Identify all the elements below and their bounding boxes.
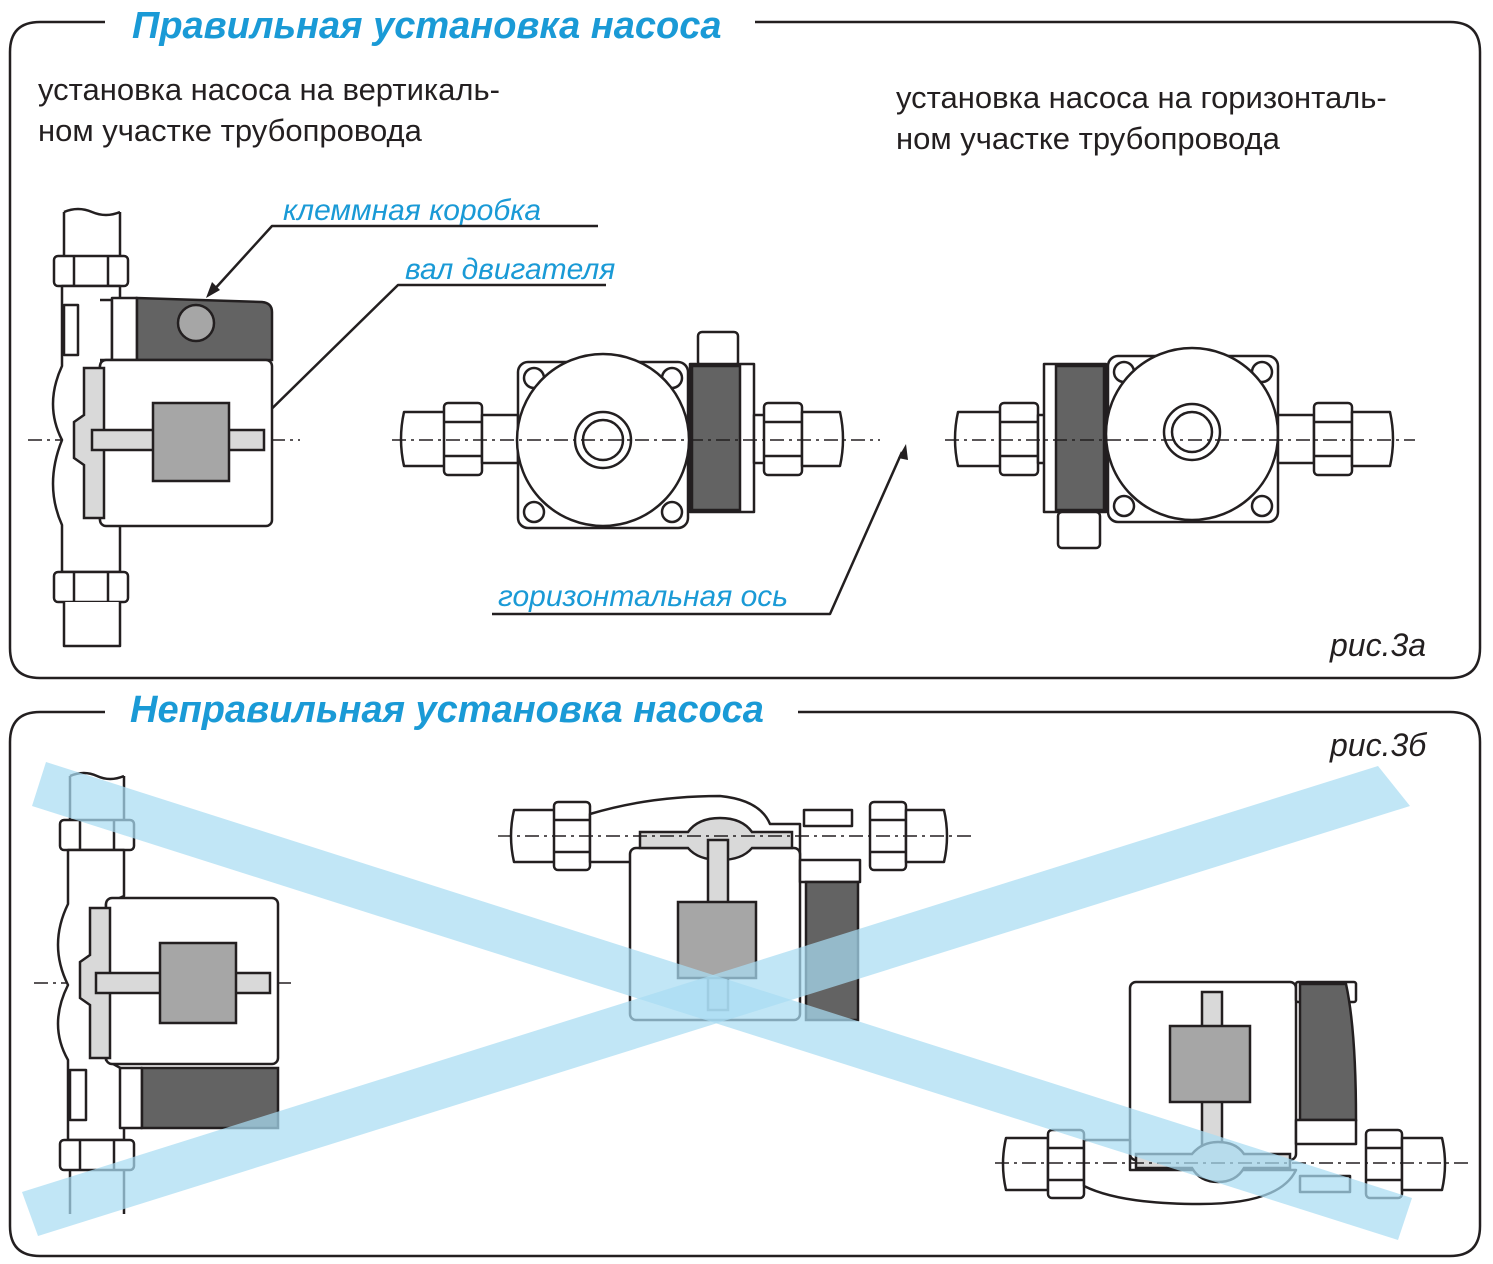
cross-band-2 <box>22 766 1410 1236</box>
impeller <box>72 366 106 520</box>
motor-rotor <box>158 941 238 1025</box>
terminal-box <box>1054 364 1106 512</box>
panel-correct-frame <box>8 20 1482 680</box>
callout-horizontal-axis: горизонтальная ось <box>492 444 908 616</box>
panel-correct-title: Правильная установка насоса <box>132 5 721 47</box>
vertical-installation-text-line1: установка насоса на вертикаль- <box>38 72 500 107</box>
arrow-head-icon <box>206 282 220 298</box>
terminal-box <box>690 364 742 512</box>
pump-horizontal-front-correct <box>392 330 880 530</box>
horizontal-installation-text-line2: ном участке трубопровода <box>896 121 1281 156</box>
motor-rotor <box>151 401 231 483</box>
panel-correct-installation: Правильная установка насоса установка на… <box>8 5 1482 680</box>
callout-motor-shaft-label: вал двигателя <box>405 253 615 286</box>
motor-rotor <box>676 900 758 980</box>
pump-vertical-pipe-correct <box>28 207 300 648</box>
vertical-installation-text-line2: ном участке трубопровода <box>38 113 423 148</box>
figure-label-3a: рис.3а <box>1329 627 1426 663</box>
callout-terminal-box: клеммная коробка <box>206 194 598 298</box>
horizontal-installation-text-line1: установка насоса на горизонталь- <box>896 80 1387 115</box>
figure-label-3b: рис.3б <box>1329 727 1427 763</box>
panel-incorrect-frame <box>8 710 1482 1258</box>
motor-rotor <box>1168 1024 1252 1104</box>
arrow-head-icon <box>898 444 908 460</box>
callout-horizontal-axis-label: горизонтальная ось <box>498 580 788 613</box>
panel-incorrect-installation: Неправильная установка насоса рис.3б <box>8 689 1482 1258</box>
panel-incorrect-title: Неправильная установка насоса <box>130 689 764 731</box>
wrong-cross-mark <box>22 762 1412 1240</box>
terminal-box <box>1298 982 1358 1122</box>
callout-terminal-box-label: клеммная коробка <box>283 194 541 227</box>
pump-horizontal-front-correct-2 <box>945 346 1415 550</box>
